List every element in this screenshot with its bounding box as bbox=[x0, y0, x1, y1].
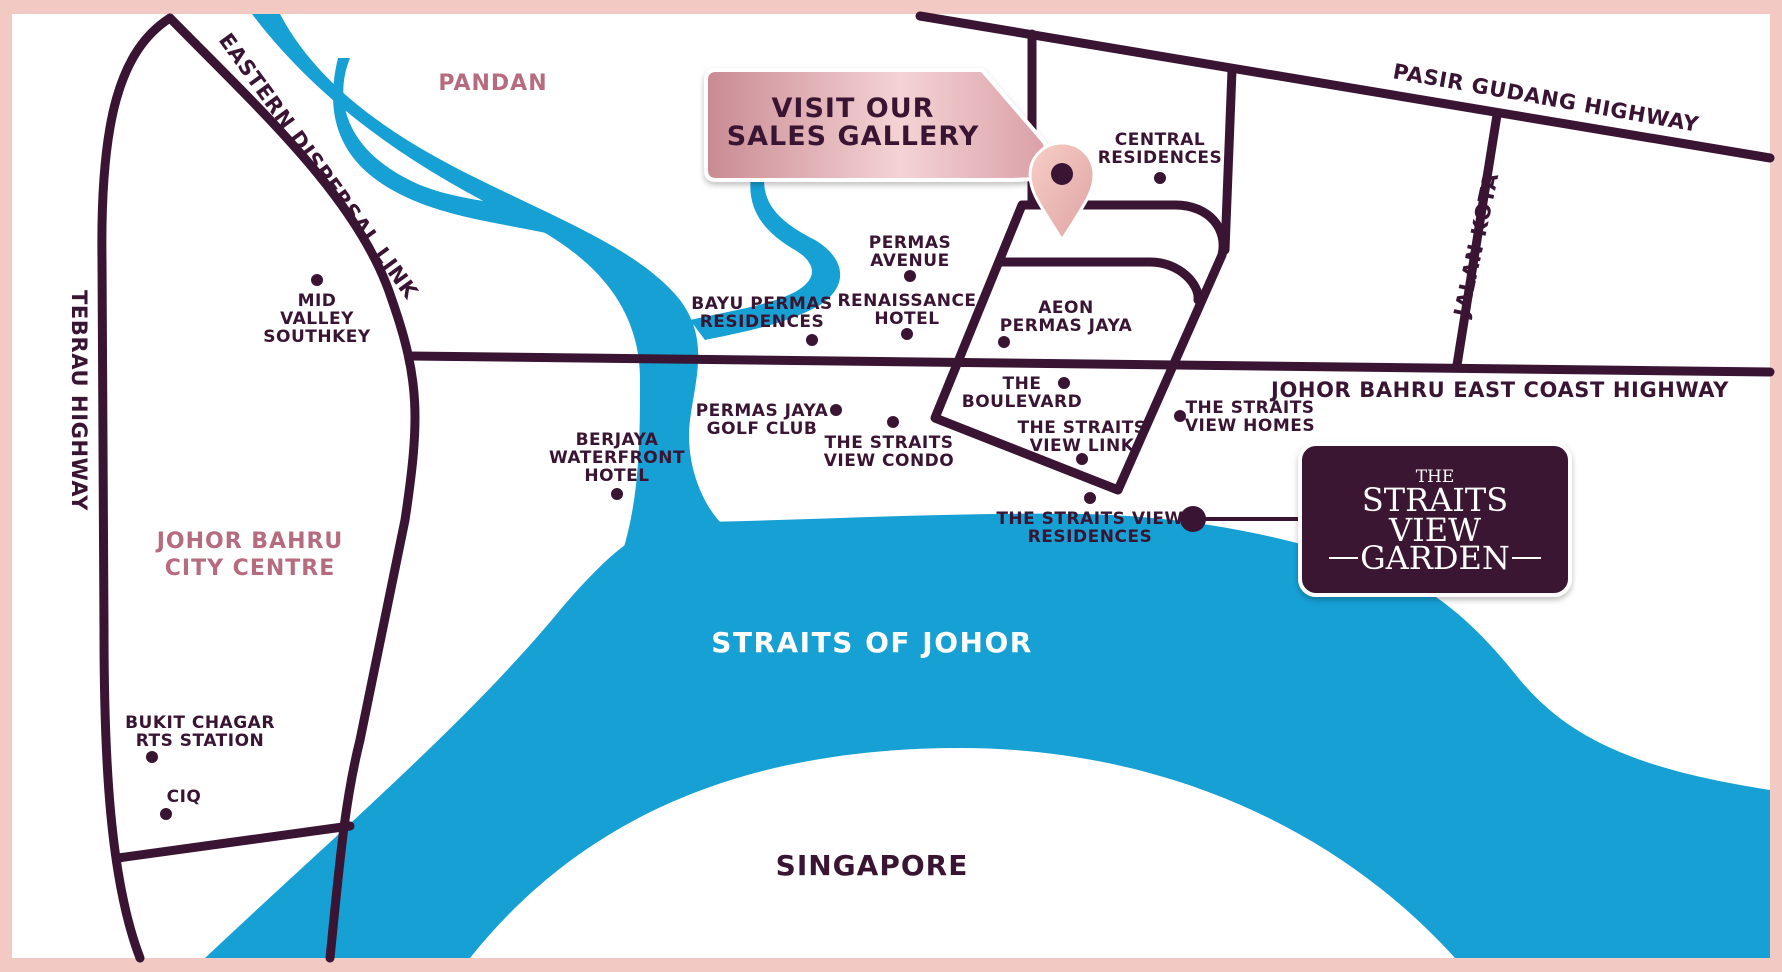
landmark-berjaya-l2: WATERFRONT bbox=[549, 448, 685, 468]
permas-tributary bbox=[690, 170, 841, 340]
location-dot-icon bbox=[1084, 492, 1096, 504]
logo-straits: STRAITS bbox=[1362, 481, 1508, 519]
logo-view: VIEW bbox=[1388, 511, 1481, 549]
sales-gallery-line2: SALES GALLERY bbox=[727, 121, 980, 152]
landmark-straits-view-residences-l2: RESIDENCES bbox=[1028, 527, 1153, 547]
landmark-bukit-chagar-l2: RTS STATION bbox=[136, 731, 265, 751]
landmark-boulevard-l2: BOULEVARD bbox=[962, 392, 1083, 412]
landmark-straits-view-link-l1: THE STRAITS bbox=[1017, 418, 1146, 438]
jalan-kota-road bbox=[1452, 110, 1502, 370]
location-dot-icon bbox=[998, 336, 1010, 348]
location-dot-icon bbox=[1076, 453, 1088, 465]
central-residences-road bbox=[1220, 65, 1237, 255]
landmark-boulevard-l1: THE bbox=[1003, 374, 1042, 394]
sales-gallery-box[interactable] bbox=[704, 68, 1064, 182]
landmark-bukit-chagar-l1: BUKIT CHAGAR bbox=[125, 713, 275, 733]
landmark-central-residences-l2: RESIDENCES bbox=[1098, 148, 1223, 168]
straits-view-garden-marker[interactable] bbox=[1180, 506, 1206, 532]
road-label-tebrau-highway: TEBRAU HIGHWAY bbox=[67, 290, 91, 511]
landmark-golf-club-l1: PERMAS JAYA bbox=[696, 401, 829, 421]
sales-gallery-callout[interactable] bbox=[704, 68, 1064, 182]
landmark-renaissance-l1: RENAISSANCE bbox=[837, 291, 976, 311]
location-dot-icon bbox=[1058, 377, 1070, 389]
map-pin-icon[interactable] bbox=[1028, 141, 1096, 243]
pandan-tributary bbox=[333, 58, 600, 250]
area-straits-of-johor: STRAITS OF JOHOR bbox=[711, 626, 1033, 659]
landmark-straits-view-condo-l2: VIEW CONDO bbox=[824, 451, 954, 471]
landmark-bayu-permas-l2: RESIDENCES bbox=[700, 312, 825, 332]
location-dot-icon bbox=[146, 751, 158, 763]
area-singapore: SINGAPORE bbox=[776, 849, 969, 882]
landmark-permas-avenue-l2: AVENUE bbox=[870, 251, 949, 271]
sales-gallery-line1: VISIT OUR bbox=[772, 93, 935, 124]
pasir-gudang-highway-road bbox=[915, 11, 1775, 163]
landmark-mid-valley-l3: SOUTHKEY bbox=[263, 327, 371, 347]
area-jb-city-centre-line1: JOHOR BAHRU bbox=[155, 529, 344, 554]
landmark-aeon-l1: AEON bbox=[1038, 298, 1093, 318]
landmark-berjaya-l1: BERJAYA bbox=[576, 430, 659, 450]
permas-inner-road bbox=[997, 257, 1203, 305]
landmark-straits-view-residences-l1: THE STRAITS VIEW bbox=[996, 509, 1183, 529]
area-jb-city-centre-line2: CITY CENTRE bbox=[165, 556, 336, 581]
landmark-renaissance-l2: HOTEL bbox=[874, 309, 939, 329]
landmark-straits-view-condo-l1: THE STRAITS bbox=[824, 433, 953, 453]
landmark-central-residences-l1: CENTRAL bbox=[1115, 130, 1206, 150]
logo-the: THE bbox=[1416, 467, 1455, 487]
tebrau-river bbox=[252, 14, 720, 560]
landmark-straits-view-link-l2: VIEW LINK bbox=[1030, 436, 1135, 456]
landmark-aeon-l2: PERMAS JAYA bbox=[1000, 316, 1133, 336]
jb-east-coast-highway-road bbox=[405, 351, 1775, 377]
landmark-straits-view-homes-l1: THE STRAITS bbox=[1185, 398, 1314, 418]
landmark-mid-valley-l2: VALLEY bbox=[280, 309, 354, 329]
straits-view-garden-logo[interactable] bbox=[1298, 442, 1572, 597]
landmark-bayu-permas-l1: BAYU PERMAS bbox=[691, 294, 833, 314]
landmark-dots bbox=[146, 172, 1186, 820]
landmark-ciq: CIQ bbox=[167, 787, 202, 807]
location-dot-icon bbox=[311, 274, 323, 286]
location-dot-icon bbox=[611, 488, 623, 500]
straits-of-johor-water bbox=[205, 513, 1770, 958]
road-label-jb-east-coast-highway: JOHOR BAHRU EAST COAST HIGHWAY bbox=[1269, 378, 1729, 402]
location-dot-icon bbox=[160, 808, 172, 820]
location-dot-icon bbox=[806, 334, 818, 346]
location-dot-icon bbox=[1154, 172, 1166, 184]
landmark-straits-view-homes-l2: VIEW HOMES bbox=[1185, 416, 1315, 436]
permas-loop-road bbox=[930, 200, 1228, 495]
location-dot-icon bbox=[830, 404, 842, 416]
landmark-golf-club-l2: GOLF CLUB bbox=[707, 419, 818, 439]
eastern-dispersal-link-road bbox=[165, 13, 420, 963]
landmark-permas-avenue-l1: PERMAS bbox=[869, 233, 951, 253]
location-dot-icon bbox=[901, 328, 913, 340]
landmark-berjaya-l3: HOTEL bbox=[584, 466, 649, 486]
tebrau-highway-road bbox=[97, 13, 175, 963]
logo-garden: GARDEN bbox=[1360, 539, 1510, 577]
location-dot-icon bbox=[1174, 410, 1186, 422]
ciq-connector-road bbox=[113, 821, 355, 863]
area-pandan: PANDAN bbox=[438, 71, 547, 96]
location-dot-icon bbox=[887, 416, 899, 428]
location-dot-icon bbox=[904, 270, 916, 282]
landmark-mid-valley-l1: MID bbox=[298, 291, 337, 311]
